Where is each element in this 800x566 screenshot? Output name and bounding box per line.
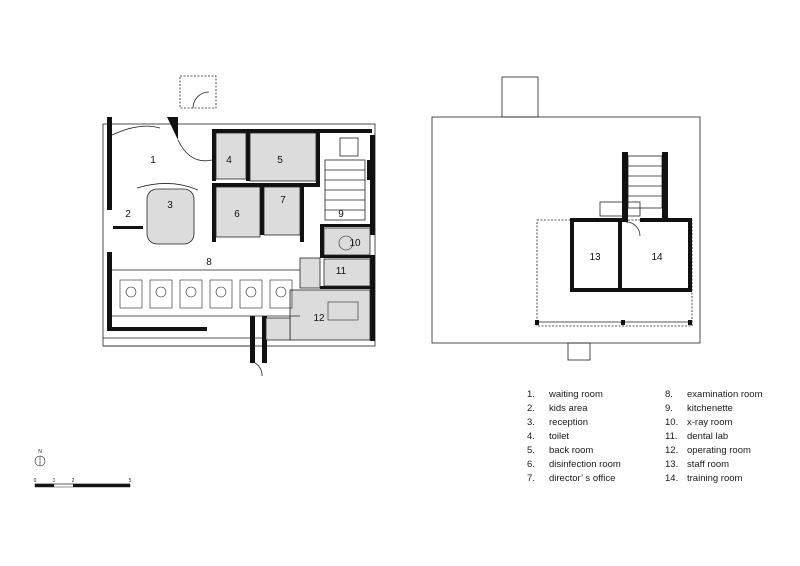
room-legend-right: 8. examination room 9. kitchenette 10. x-ra…	[665, 388, 795, 488]
room-4-number: 4	[226, 155, 232, 166]
legend-number: 9.	[665, 403, 673, 414]
legend-label: waiting room	[549, 389, 603, 400]
north-label: N	[38, 449, 42, 455]
legend-label: training room	[687, 473, 743, 484]
legend-number: 14.	[665, 473, 679, 484]
legend-label: reception	[549, 417, 589, 428]
scale-segment	[73, 484, 130, 487]
legend-number: 13.	[665, 459, 679, 470]
room-8-number: 8	[206, 257, 212, 268]
legend-label: director’ s office	[549, 473, 616, 484]
scale-bar: 0 1 2 5	[34, 478, 132, 488]
room-12-number: 12	[313, 313, 325, 324]
legend-number: 4.	[527, 431, 535, 442]
scale-tick-label: 5	[129, 478, 132, 484]
legend-number: 3.	[527, 417, 535, 428]
upper-floor-plan	[431, 76, 701, 361]
legend-number: 1.	[527, 389, 535, 400]
room-11-number: 11	[336, 266, 347, 277]
legend-label: staff room	[687, 459, 730, 470]
ground-floor-room-labels: 1 2 3 4 5 6 7 8 9 10 11 12	[125, 155, 361, 324]
legend-number: 11.	[665, 431, 678, 442]
legend-number: 12.	[665, 445, 679, 456]
legend-number: 5.	[527, 445, 535, 456]
scale-segment	[35, 484, 54, 487]
room-6-number: 6	[234, 209, 240, 220]
legend-label: kids area	[549, 403, 588, 414]
room-1-number: 1	[150, 155, 156, 166]
legend-label: x-ray room	[687, 417, 733, 428]
scale-tick-label: 0	[34, 478, 37, 484]
legend-number: 7.	[527, 473, 535, 484]
room-2-number: 2	[125, 209, 131, 220]
legend-label: toilet	[549, 431, 570, 442]
legend-label: disinfection room	[549, 459, 621, 470]
legend-label: back room	[549, 445, 594, 456]
room-10-number: 10	[349, 238, 361, 249]
legend-number: 2.	[527, 403, 535, 414]
room-5-number: 5	[277, 155, 283, 166]
legend-number: 10.	[665, 417, 679, 428]
north-arrow: N	[34, 449, 46, 467]
scale-tick-label: 2	[72, 478, 75, 484]
scale-tick-label: 1	[53, 478, 56, 484]
upper-floor-room-labels: 13 14	[589, 252, 663, 263]
room-legend-left: 1. waiting room 2. kids area 3. reception 4…	[527, 388, 667, 488]
legend-label: examination room	[687, 389, 763, 400]
legend-label: operating room	[687, 445, 751, 456]
room-7-number: 7	[280, 195, 286, 206]
legend-number: 8.	[665, 389, 673, 400]
room-9-number: 9	[338, 209, 344, 220]
room-13-number: 13	[589, 252, 601, 263]
legend-label: kitchenette	[687, 403, 733, 414]
room-3-number: 3	[167, 200, 173, 211]
legend-number: 6.	[527, 459, 535, 470]
room-14-number: 14	[651, 252, 663, 263]
ground-floor-plan	[102, 75, 376, 377]
legend-label: dental lab	[687, 431, 729, 442]
